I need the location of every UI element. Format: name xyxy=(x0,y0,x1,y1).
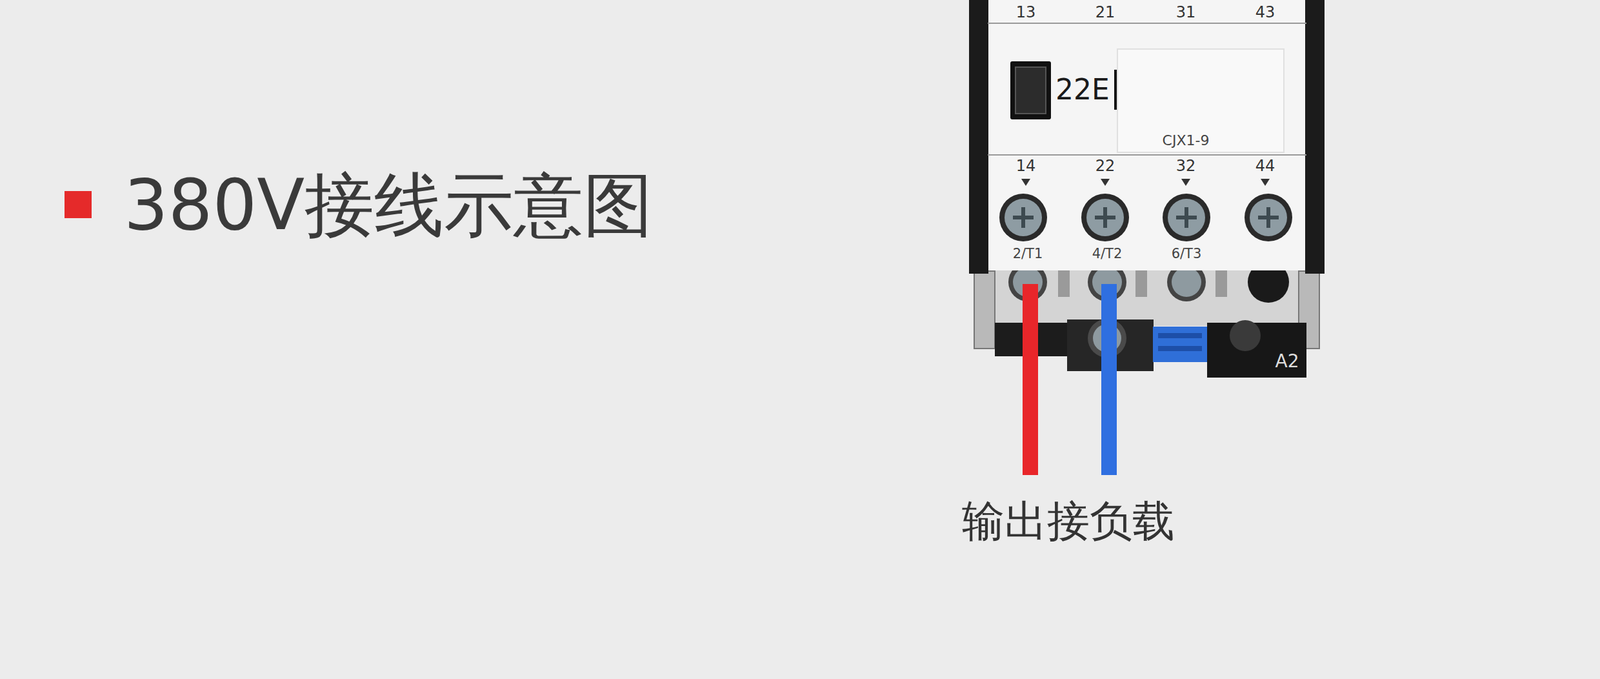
terminal-number: 44 xyxy=(1255,157,1276,176)
terminal-number: 13 xyxy=(1016,3,1037,22)
blue-wire xyxy=(1101,283,1117,475)
red-wire xyxy=(1022,283,1039,475)
terminal-name: 4/T2 xyxy=(1092,245,1123,262)
terminal-number: 32 xyxy=(1176,157,1197,176)
terminal-name: 2/T1 xyxy=(1012,245,1044,262)
terminal-name: 6/T3 xyxy=(1171,245,1202,262)
terminal-number: 21 xyxy=(1095,3,1116,22)
contactor-body xyxy=(969,0,1325,274)
terminal-arrows xyxy=(1021,178,1270,186)
terminal-number: 31 xyxy=(1176,3,1197,22)
terminal-screws xyxy=(999,193,1293,242)
page-title: 380V接线示意图 xyxy=(123,165,653,246)
terminal-number: 43 xyxy=(1255,3,1276,22)
bullet-square xyxy=(64,190,92,219)
terminal-number: 14 xyxy=(1016,157,1037,176)
note-text: 输出接负载 xyxy=(961,496,1175,546)
model-name: CJX1-9 xyxy=(1162,132,1210,149)
terminal-number: 22 xyxy=(1095,157,1116,176)
model-mark: 22E xyxy=(1055,73,1110,107)
coil-terminal: A2 xyxy=(1275,350,1300,372)
